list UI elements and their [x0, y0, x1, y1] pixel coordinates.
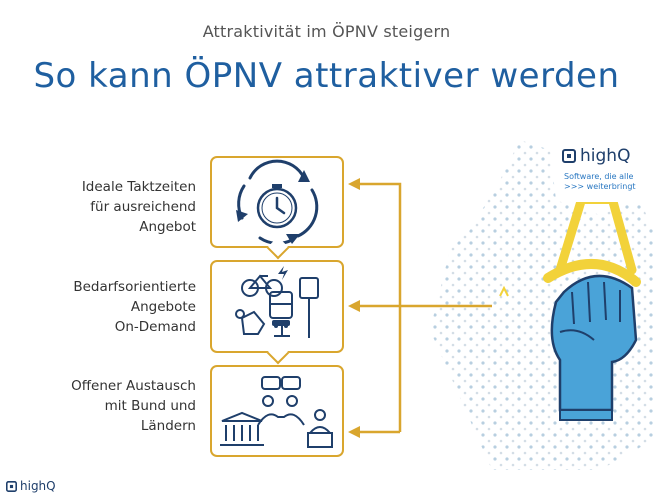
page-title: So kann ÖPNV attraktiver werden [33, 56, 620, 96]
highq-logo-icon [562, 149, 576, 163]
brand-logo: highQ [562, 146, 630, 166]
step-label-taktzeiten: Ideale Taktzeiten für ausreichend Angebo… [81, 179, 196, 235]
brand-name-text: highQ [580, 146, 631, 166]
footer-logo-text: highQ [20, 479, 56, 493]
dialogue-institutions-icon [220, 376, 333, 448]
brand-tagline: Software, die alle >>> weiterbringt [564, 172, 636, 191]
step-box-taktzeiten [210, 156, 344, 248]
page-subtitle: Attraktivität im ÖPNV steigern [202, 22, 451, 41]
mobility-modes-icon [235, 266, 319, 338]
highq-brand-card: highQ Software, die alle >>> weiterbring… [556, 140, 650, 202]
step-label-austausch: Offener Austausch mit Bund und Ländern [71, 378, 196, 434]
clock-cycle-icon [236, 159, 319, 245]
step-box-austausch [210, 365, 344, 457]
footer-logo: highQ [6, 479, 56, 493]
highq-logo-icon [6, 480, 17, 492]
step-box-on-demand [210, 260, 344, 353]
step-label-on-demand: Bedarfsorientierte Angebote On-Demand [73, 279, 196, 335]
